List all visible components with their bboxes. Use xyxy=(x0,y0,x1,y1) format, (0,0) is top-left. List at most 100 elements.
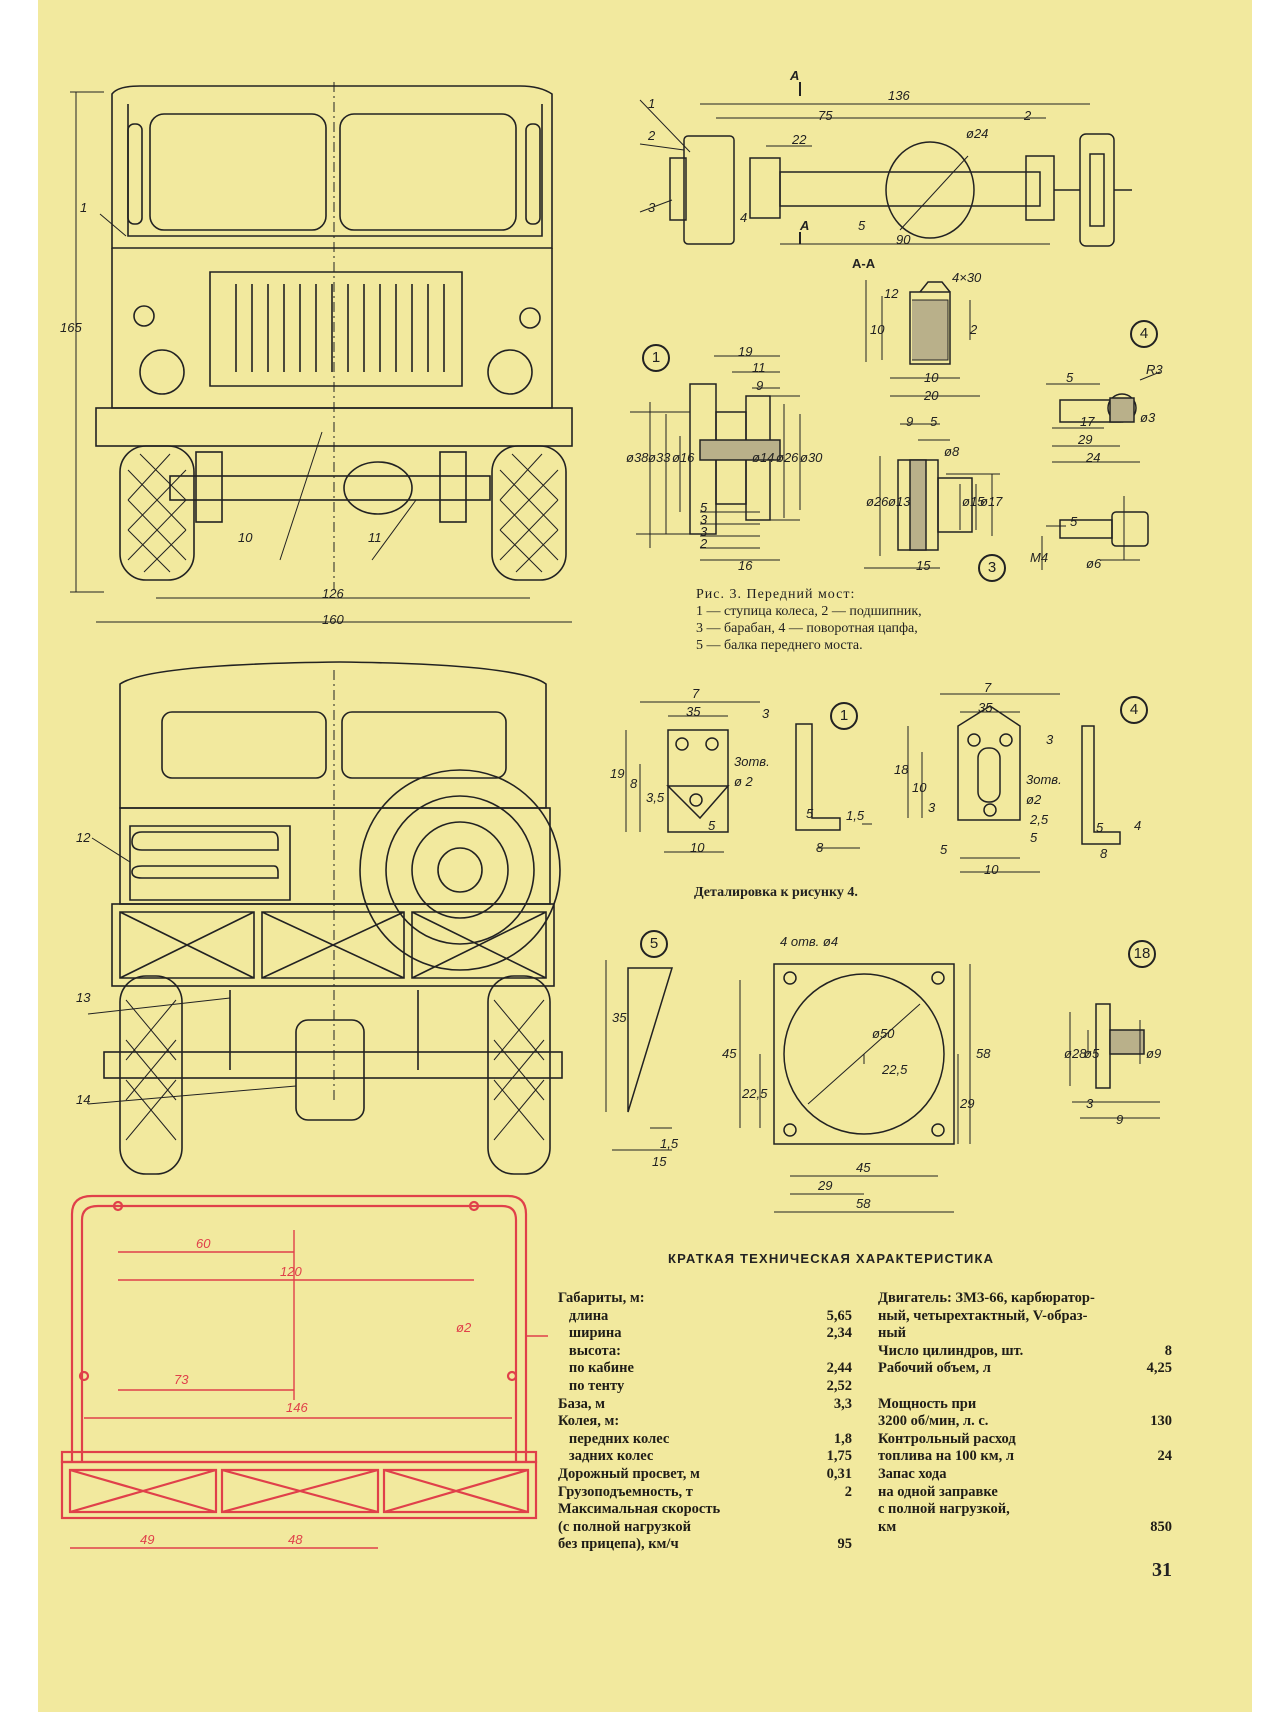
dimension: ø16 xyxy=(672,450,695,465)
dimension: ø5 xyxy=(1084,1046,1100,1061)
detail-3-drum xyxy=(864,423,1000,569)
dimension: ø26 xyxy=(776,450,799,465)
spec-row: с полной нагрузкой, xyxy=(878,1501,1172,1519)
spec-label: Максимальная скорость xyxy=(558,1501,721,1518)
dimension: 3 xyxy=(1086,1096,1094,1111)
dimension: 8 xyxy=(816,840,824,855)
dimension: 136 xyxy=(888,88,910,103)
dimension: 5 xyxy=(1096,820,1104,835)
part-number: 11 xyxy=(368,530,382,545)
spec-label: Двигатель: ЗМЗ-66, карбюратор- xyxy=(878,1290,1095,1306)
dimension: 5 xyxy=(806,806,814,821)
dimension: M4 xyxy=(1030,550,1049,565)
height-dimension: 165 xyxy=(60,320,82,335)
spec-label: Грузоподъемность, т xyxy=(558,1483,693,1500)
dimension: ø26 xyxy=(866,494,889,509)
spec-label: (с полной нагрузкой xyxy=(558,1518,691,1535)
dimension: 2,5 xyxy=(1030,812,1049,827)
dimension: 20 xyxy=(924,388,939,403)
spec-value: 5,65 xyxy=(826,1307,852,1324)
dimension: 22,5 xyxy=(882,1062,908,1077)
spec-row: Дорожный просвет, м 0,31 xyxy=(558,1466,852,1484)
dimension: 19 xyxy=(738,344,753,359)
dimension: 75 xyxy=(818,108,833,123)
dimension: ø50 xyxy=(872,1026,895,1041)
dimension: ø6 xyxy=(1086,556,1102,571)
spec-label: ный, четырехтактный, V-образ- xyxy=(878,1307,1088,1324)
truck-rear-view xyxy=(87,661,563,1175)
part-number: 13 xyxy=(76,990,91,1005)
dimension: 4 xyxy=(1134,818,1142,833)
right-margin xyxy=(1252,0,1288,1712)
dimension: 29 xyxy=(960,1096,975,1111)
spec-value: 850 xyxy=(1150,1518,1172,1535)
left-margin xyxy=(0,0,38,1712)
dimension: 22,5 xyxy=(742,1086,768,1101)
spec-row: Контрольный расход xyxy=(878,1431,1172,1449)
spec-row: на одной заправке xyxy=(878,1484,1172,1502)
dimension: 16 xyxy=(738,558,753,573)
detail-4-pin xyxy=(1041,371,1161,570)
dimension: 5 xyxy=(930,414,938,429)
spec-label: по кабине xyxy=(558,1360,634,1377)
callout-circle: 1 xyxy=(830,702,858,730)
dimension: 35 xyxy=(612,1010,627,1025)
dimension: 1,5 xyxy=(660,1136,679,1151)
dimension: 2 xyxy=(700,536,708,551)
dimension: ø17 xyxy=(980,494,1003,509)
figure4-caption: Деталировка к рисунку 4. xyxy=(694,885,858,900)
truck-front-view xyxy=(70,82,573,623)
figure3-caption-line: 5 — балка переднего моста. xyxy=(696,638,863,653)
spec-label: Запас хода xyxy=(878,1465,947,1482)
dimension: ø38 xyxy=(626,450,649,465)
spec-value: 0,31 xyxy=(826,1465,852,1482)
spec-label: на одной заправке xyxy=(878,1483,998,1500)
dimension: 45 xyxy=(722,1046,737,1061)
spec-label: Дорожный просвет, м xyxy=(558,1465,700,1482)
width-dimension: 160 xyxy=(322,612,344,627)
spec-label: длина xyxy=(558,1307,609,1324)
spec-row: ный, четырехтактный, V-образ- xyxy=(878,1308,1172,1326)
dimension: 2 xyxy=(970,322,978,337)
dimension: 1,5 xyxy=(846,808,865,823)
dimension: 5 xyxy=(708,818,716,833)
spec-row xyxy=(878,1378,1172,1396)
dimension: 10 xyxy=(870,322,885,337)
dimension: ø 2 xyxy=(734,774,753,789)
spec-label: без прицепа), км/ч xyxy=(558,1536,679,1553)
spec-row: Двигатель: ЗМЗ-66, карбюратор- xyxy=(878,1290,1172,1308)
section-mark: А xyxy=(800,218,810,233)
dimension: 2 xyxy=(1024,108,1032,123)
dimension: 58 xyxy=(856,1196,871,1211)
dimension: ø24 xyxy=(966,126,989,141)
spec-row: высота: xyxy=(558,1343,852,1361)
dimension: 5 xyxy=(1070,514,1078,529)
dimension: 5 xyxy=(940,842,948,857)
dimension: 8 xyxy=(1100,846,1108,861)
section-label: А-А xyxy=(852,256,876,271)
dimension: 4×30 xyxy=(952,270,982,285)
spec-label: База, м xyxy=(558,1395,606,1412)
spec-label: задних колес xyxy=(558,1448,654,1465)
dimension: R3 xyxy=(1146,362,1163,377)
section-mark: А xyxy=(790,68,800,83)
dimension: 3 xyxy=(762,706,770,721)
spec-row: Колея, м: xyxy=(558,1413,852,1431)
dimension: ø15 xyxy=(962,494,985,509)
spec-label: ный xyxy=(878,1325,907,1342)
spec-value: 2,52 xyxy=(826,1377,852,1394)
spec-value: 95 xyxy=(837,1536,853,1553)
dimension: 12 xyxy=(884,286,899,301)
spec-label: ширина xyxy=(558,1325,622,1342)
dimension: 5 xyxy=(1030,830,1038,845)
part-number: 10 xyxy=(238,530,253,545)
callout-circle: 4 xyxy=(1120,696,1148,724)
